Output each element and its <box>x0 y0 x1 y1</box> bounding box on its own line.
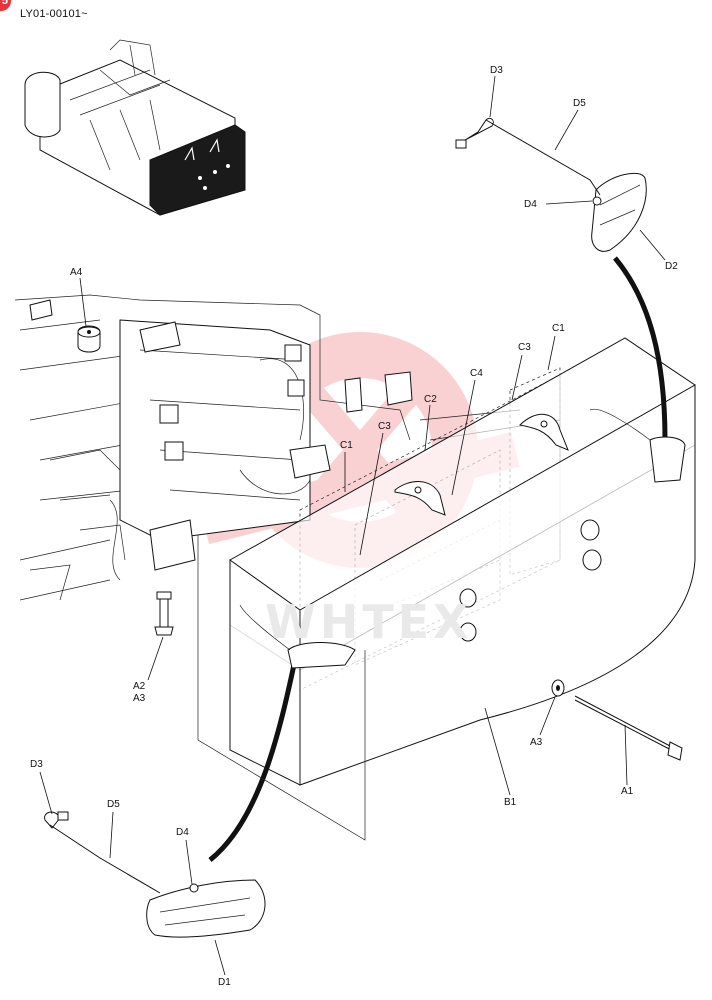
callout-D1: D1 <box>218 977 231 988</box>
callout-D4-lower: D4 <box>176 827 189 838</box>
machine-overview-thumbnail <box>24 39 246 216</box>
callout-D4-upper: D4 <box>524 199 537 210</box>
callout-A2: A2 <box>133 681 146 692</box>
callout-A3-lower: A3 <box>133 693 146 704</box>
part-D2-rear-lamp-upper <box>455 75 686 483</box>
callout-D3-upper: D3 <box>490 65 503 76</box>
part-D1-rear-lamp-lower <box>39 604 356 976</box>
callout-D5-lower: D5 <box>107 799 120 810</box>
part-A4-stopper <box>77 277 101 353</box>
callout-C2: C2 <box>424 394 437 405</box>
callout-C3-left: C3 <box>378 421 391 432</box>
part-A3-washer <box>539 679 565 736</box>
callout-A4: A4 <box>70 267 83 278</box>
callout-A1: A1 <box>621 786 634 797</box>
part-A2-bolt <box>147 591 174 681</box>
part-B1-counterweight <box>229 337 696 786</box>
callout-C4: C4 <box>470 368 483 379</box>
callout-A3-washer: A3 <box>530 737 543 748</box>
part-A1-bolt <box>574 695 683 786</box>
callout-C3-right: C3 <box>518 342 531 353</box>
callout-C1-left: C1 <box>340 440 353 451</box>
serial-range-label: LY01-00101~ <box>20 8 88 20</box>
watermark-text: WHTEX <box>265 595 473 649</box>
page-number-badge: 5 <box>0 0 11 11</box>
callout-D3-lower: D3 <box>30 759 43 770</box>
callout-D5-upper: D5 <box>573 98 586 109</box>
callout-B1: B1 <box>504 797 517 808</box>
assembly-outline <box>197 535 366 841</box>
callout-D2: D2 <box>665 261 678 272</box>
callout-leaders <box>344 335 556 796</box>
machine-frame <box>14 294 561 601</box>
callout-C1-right: C1 <box>552 323 565 334</box>
